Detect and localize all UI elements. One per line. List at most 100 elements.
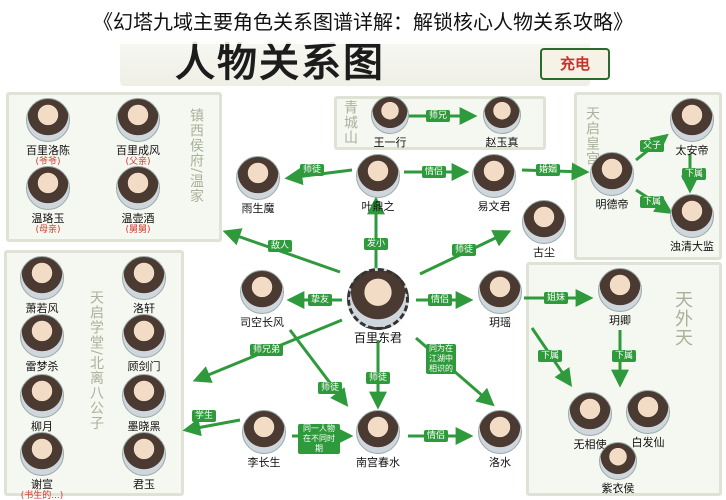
arrow-li-academy bbox=[182, 418, 241, 437]
character-name: 玥卿 bbox=[609, 314, 631, 327]
character-ye-dingzhi: 叶鼎之 bbox=[350, 154, 406, 213]
avatar bbox=[472, 154, 516, 198]
rel-li-academy: 学生 bbox=[192, 410, 217, 422]
rel-center-gu: 师徒 bbox=[452, 244, 477, 256]
avatar bbox=[356, 410, 400, 454]
rel-yi-mingde: 婚姻 bbox=[536, 164, 561, 176]
character-tag: (父亲) bbox=[125, 157, 151, 167]
character-name: 百里成风 bbox=[116, 144, 160, 157]
character-name: 温壶酒 bbox=[121, 212, 155, 225]
character-yu-shengmo: 雨生魔 bbox=[230, 156, 286, 215]
avatar bbox=[478, 410, 522, 454]
character-xiao-ruofeng: 萧若风 bbox=[14, 256, 70, 315]
character-yue-yao: 玥瑶 bbox=[472, 270, 528, 329]
character-name: 明德帝 bbox=[595, 198, 629, 211]
character-name: 紫衣侯 bbox=[601, 482, 635, 495]
character-name: 洛水 bbox=[489, 456, 511, 469]
rel-mingde-zhuoqing: 下属 bbox=[640, 196, 665, 208]
avatar bbox=[242, 410, 286, 454]
character-ziyishi: 紫衣侯 bbox=[590, 442, 646, 495]
avatar bbox=[347, 268, 409, 330]
character-gu-chen: 古尘 bbox=[516, 200, 572, 259]
character-name: 李长生 bbox=[247, 456, 281, 469]
character-name: 柳月 bbox=[31, 420, 53, 433]
character-name: 司空长风 bbox=[240, 316, 284, 329]
rel-center-luoshui: 同为在江湖中相识的 bbox=[426, 344, 456, 374]
rel-mingde-taian: 父子 bbox=[640, 140, 665, 152]
character-name: 玥瑶 bbox=[489, 316, 511, 329]
character-mingde-di: 明德帝 bbox=[584, 152, 640, 211]
avatar bbox=[116, 98, 160, 142]
character-name: 赵玉真 bbox=[485, 136, 519, 149]
character-sikong-changfeng: 司空长风 bbox=[234, 270, 290, 329]
character-luo-shui: 洛水 bbox=[472, 410, 528, 469]
rel-nangong-luoshui: 情侣 bbox=[424, 430, 449, 442]
avatar bbox=[356, 154, 400, 198]
panel-label-qingchengshan: 青城山 bbox=[342, 100, 358, 145]
avatar bbox=[116, 166, 160, 210]
character-yi-wenjun: 易文君 bbox=[466, 154, 522, 213]
character-name: 顾剑门 bbox=[127, 360, 161, 373]
panel-label-tianwaitian: 天外天 bbox=[672, 290, 693, 347]
character-baili-luochen: 百里洛陈 (爷爷) bbox=[20, 98, 76, 168]
avatar bbox=[26, 166, 70, 210]
character-tag: (母亲) bbox=[35, 225, 61, 235]
character-name: 百里洛陈 bbox=[26, 144, 70, 157]
avatar bbox=[26, 98, 70, 142]
character-name: 王一行 bbox=[373, 136, 407, 149]
panel-label-tianqi-academy: 天启学堂/北离八公子 bbox=[88, 290, 104, 431]
character-name: 白发仙 bbox=[631, 436, 665, 449]
character-luo-xuan: 洛轩 bbox=[116, 256, 172, 315]
character-name: 温珞玉 bbox=[31, 212, 65, 225]
page-title: 《幻塔九域主要角色关系图谱详解：解锁核心人物关系攻略》 bbox=[0, 0, 726, 44]
character-name: 君玉 bbox=[133, 478, 155, 491]
rel-center-nangong: 师徒 bbox=[366, 372, 391, 384]
rel-center-academy: 师兄弟 bbox=[250, 344, 284, 356]
rel-sikong-academy: 师徒 bbox=[318, 382, 343, 394]
avatar bbox=[598, 268, 642, 312]
avatar bbox=[626, 390, 670, 434]
character-name: 南宫春水 bbox=[356, 456, 400, 469]
character-name: 雷梦杀 bbox=[25, 360, 59, 373]
rel-yueqing-baifa: 下属 bbox=[612, 350, 637, 362]
rel-li-nangong: 同一人物在不同时期 bbox=[298, 424, 340, 454]
character-mo-xiaohei: 墨晓黑 bbox=[116, 374, 172, 433]
rel-center-yueyao: 情侣 bbox=[428, 294, 453, 306]
banner-heading: 人物关系图 bbox=[175, 39, 385, 86]
character-yue-qing: 玥卿 bbox=[592, 268, 648, 327]
avatar bbox=[590, 152, 634, 196]
avatar bbox=[371, 96, 409, 134]
avatar bbox=[20, 314, 64, 358]
character-zhuoqing: 浊清大监 bbox=[664, 194, 720, 253]
character-xie-xuan: 谢宣 (书生的...) bbox=[14, 432, 70, 500]
avatar bbox=[670, 98, 714, 142]
arrow-center-yu bbox=[222, 228, 341, 274]
character-tag: (爷爷) bbox=[35, 157, 61, 167]
character-name: 萧若风 bbox=[25, 302, 59, 315]
avatar bbox=[670, 194, 714, 238]
character-wuxiangshi: 无相使 bbox=[562, 392, 618, 451]
avatar bbox=[568, 392, 612, 436]
panel-label-zhenxi: 镇西侯府/温家 bbox=[188, 108, 204, 204]
avatar bbox=[20, 432, 64, 476]
avatar bbox=[122, 374, 166, 418]
rel-ye-yu: 师徒 bbox=[300, 164, 325, 176]
character-zhao-yuzhen: 赵玉真 bbox=[474, 96, 530, 149]
character-liu-yue: 柳月 bbox=[14, 374, 70, 433]
character-wen-huju: 温壶酒 (舅舅) bbox=[110, 166, 166, 236]
character-baili-chengfeng: 百里成风 (父亲) bbox=[110, 98, 166, 168]
avatar bbox=[20, 374, 64, 418]
character-name: 古尘 bbox=[533, 246, 555, 259]
character-nangong-chunshui: 南宫春水 bbox=[350, 410, 406, 469]
character-wang-yixing: 王一行 bbox=[362, 96, 418, 149]
avatar bbox=[122, 432, 166, 476]
character-name: 雨生魔 bbox=[241, 202, 275, 215]
character-name: 叶鼎之 bbox=[361, 200, 395, 213]
character-name: 易文君 bbox=[477, 200, 511, 213]
avatar bbox=[122, 314, 166, 358]
character-wen-luoyu: 温珞玉 (母亲) bbox=[20, 166, 76, 236]
character-taian-di: 太安帝 bbox=[664, 98, 720, 157]
character-tag: (书生的...) bbox=[20, 491, 64, 500]
rel-center-ye: 发小 bbox=[364, 238, 389, 250]
character-name: 太安帝 bbox=[675, 144, 709, 157]
